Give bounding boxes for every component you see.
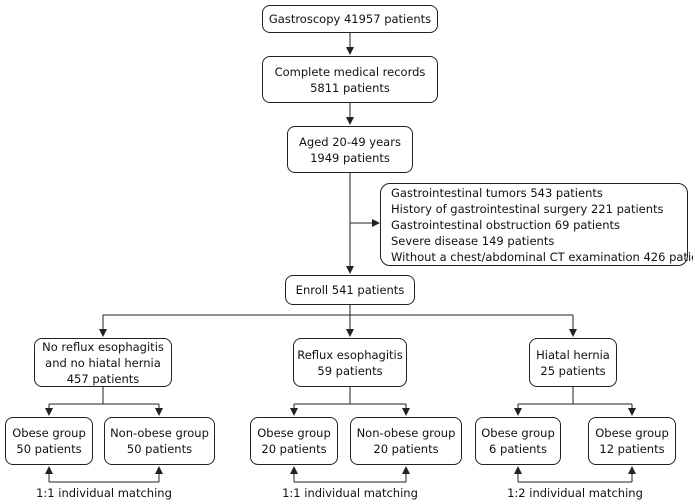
subgroup-count: 50 patients [16, 442, 82, 456]
gastroscopy-box: Gastroscopy 41957 patients [262, 5, 438, 33]
hh-obese-12-box: Obese group 12 patients [588, 417, 676, 465]
matching-label: 1:1 individual matching [282, 486, 418, 500]
hiatal-title: Hiatal hernia [536, 347, 610, 362]
enroll-box: Enroll 541 patients [285, 275, 415, 305]
reflux-group-box: Reflux esophagitis 59 patients [293, 338, 407, 387]
re-obese-box: Obese group 20 patients [250, 417, 338, 465]
subgroup-title: Non-obese group [110, 426, 209, 440]
no-reflux-count: 457 patients [66, 371, 140, 386]
exclusion-item: Gastrointestinal tumors 543 patients [391, 185, 603, 200]
gastroscopy-text: Gastroscopy 41957 patients [268, 12, 432, 26]
enroll-text: Enroll 541 patients [295, 283, 405, 297]
subgroup-title: Obese group [12, 426, 86, 440]
matching-label: 1:2 individual matching [507, 486, 643, 500]
hiatal-group-box: Hiatal hernia 25 patients [529, 338, 617, 387]
subgroup-count: 12 patients [599, 442, 665, 456]
reflux-count: 59 patients [317, 363, 383, 378]
records-count: 5811 patients [310, 80, 390, 95]
re-nonobese-box: Non-obese group 20 patients [350, 417, 462, 465]
subgroup-title: Obese group [481, 426, 555, 440]
reflux-title: Reflux esophagitis [297, 347, 403, 362]
hiatal-count: 25 patients [540, 363, 606, 378]
exclusion-item: History of gastrointestinal surgery 221 … [391, 201, 664, 216]
subgroup-title: Obese group [595, 426, 669, 440]
subgroup-count: 20 patients [373, 442, 439, 456]
aged-count: 1949 patients [310, 150, 390, 165]
subgroup-title: Obese group [257, 426, 331, 440]
medical-records-box: Complete medical records 5811 patients [262, 56, 438, 103]
hh-obese-6-box: Obese group 6 patients [475, 417, 561, 465]
nr-nonobese-box: Non-obese group 50 patients [104, 417, 215, 465]
exclusion-item: Gastrointestinal obstruction 69 patients [391, 217, 620, 232]
exclusion-box: Gastrointestinal tumors 543 patients His… [380, 183, 693, 266]
exclusion-item: Without a chest/abdominal CT examination… [391, 249, 693, 264]
subgroup-count: 20 patients [261, 442, 327, 456]
subgroup-count: 50 patients [126, 442, 193, 456]
aged-title: Aged 20-49 years [299, 134, 401, 149]
no-reflux-line2: and no hiatal hernia [45, 355, 161, 370]
subgroup-title: Non-obese group [356, 426, 456, 440]
matching-label: 1:1 individual matching [36, 486, 172, 500]
exclusion-item: Severe disease 149 patients [391, 233, 555, 248]
records-title: Complete medical records [274, 64, 426, 79]
aged-box: Aged 20-49 years 1949 patients [287, 126, 413, 173]
nr-obese-box: Obese group 50 patients [5, 417, 93, 465]
no-reflux-group-box: No reflux esophagitis and no hiatal hern… [34, 338, 172, 387]
subgroup-count: 6 patients [489, 442, 547, 456]
no-reflux-line1: No reflux esophagitis [42, 339, 164, 354]
